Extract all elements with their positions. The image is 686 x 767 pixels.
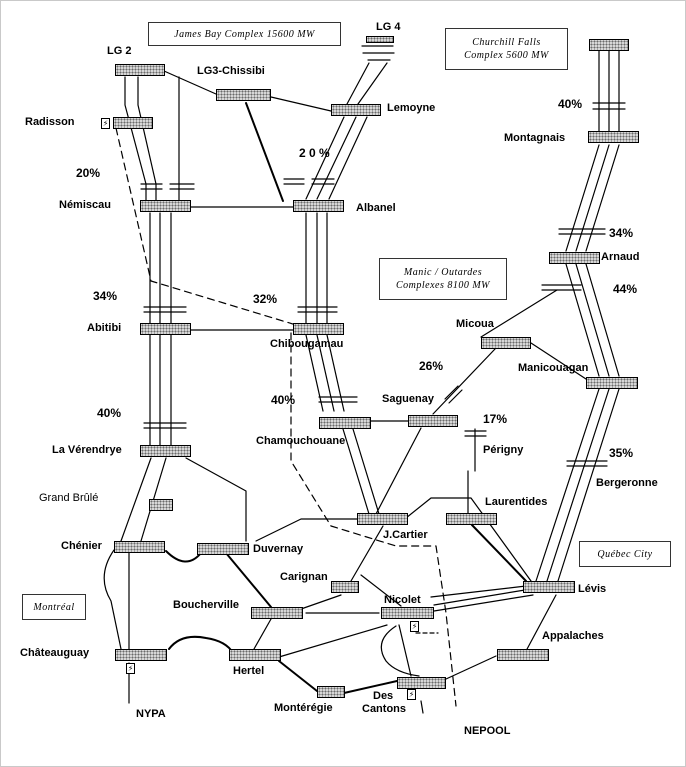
label-nepool: NEPOOL <box>464 725 511 737</box>
station-lg4 <box>366 36 394 43</box>
station-churchill-falls <box>589 39 629 51</box>
station-duvernay <box>197 543 249 555</box>
label-chenier: Chénier <box>61 540 102 552</box>
station-boucherville <box>251 607 303 619</box>
label-arnaud: Arnaud <box>601 251 640 263</box>
manic-outardes-label-1: Manic / Outardes <box>403 267 483 278</box>
label-boucherville: Boucherville <box>173 599 240 611</box>
des-cantons-generator-icon: ⚡ <box>407 689 416 700</box>
station-micoua <box>481 337 531 349</box>
label-carignan: Carignan <box>280 571 328 583</box>
station-grand-brule <box>149 499 173 511</box>
station-nicolet <box>381 607 434 619</box>
pct-manic: 44% <box>613 282 638 296</box>
label-chamouchouane: Chamouchouane <box>256 435 346 447</box>
pct-arnaud: 34% <box>609 226 634 240</box>
label-des-cantons-1: Des <box>373 690 394 702</box>
station-albanel <box>293 200 344 212</box>
label-lemoyne: Lemoyne <box>387 102 436 114</box>
quebec-city-box: Québec City <box>579 541 671 567</box>
chateauguay-converter-icon: ⚡ <box>126 663 135 674</box>
station-chamouchouane <box>319 417 371 429</box>
churchill-falls-label-2: Complex 5600 MW <box>464 50 549 61</box>
pct-la-verendrye: 40% <box>97 406 122 420</box>
label-monteregie: Montérégie <box>274 702 333 714</box>
label-appalaches: Appalaches <box>542 630 604 642</box>
quebec-city-label: Québec City <box>597 548 653 560</box>
label-bergeronne: Bergeronne <box>596 477 658 489</box>
manic-outardes-label-2: Complexes 8100 MW <box>395 280 491 291</box>
label-albanel: Albanel <box>356 202 396 214</box>
label-grand-brule: Grand Brûlé <box>39 492 99 504</box>
montreal-box: Montréal <box>22 594 86 620</box>
station-montagnais <box>588 131 639 143</box>
station-chateauguay <box>115 649 167 661</box>
label-nicolet: Nicolet <box>384 594 421 606</box>
james-bay-complex-label: James Bay Complex 15600 MW <box>174 28 315 40</box>
label-lg3: LG3-Chissibi <box>197 65 265 77</box>
pct-montagnais: 40% <box>558 97 583 111</box>
label-nypa: NYPA <box>136 708 166 720</box>
label-lg4: LG 4 <box>376 21 401 33</box>
station-chibougamau <box>293 323 344 335</box>
station-arnaud <box>549 252 600 264</box>
label-duvernay: Duvernay <box>253 543 304 555</box>
churchill-falls-label-1: Churchill Falls <box>472 37 541 48</box>
nicolet-generator-icon: ⚡ <box>410 621 419 632</box>
label-radisson: Radisson <box>25 116 75 128</box>
station-monteregie <box>317 686 345 698</box>
label-saguenay: Saguenay <box>382 393 434 405</box>
station-radisson <box>113 117 153 129</box>
station-lg2 <box>115 64 165 76</box>
pct-perigny: 17% <box>483 412 508 426</box>
montreal-label: Montréal <box>33 601 75 613</box>
station-laurentides <box>446 513 497 525</box>
pct-abitibi: 34% <box>93 289 118 303</box>
station-carignan <box>331 581 359 593</box>
pct-chibougamau: 32% <box>253 292 278 306</box>
label-la-verendrye: La Vérendrye <box>52 444 122 456</box>
label-chibougamau: Chibougamau <box>270 338 344 350</box>
station-abitibi <box>140 323 191 335</box>
label-chateauguay: Châteauguay <box>20 647 90 659</box>
pct-chamouchouane: 40% <box>271 393 296 407</box>
label-levis: Lévis <box>578 583 607 595</box>
station-jcartier <box>357 513 408 525</box>
station-la-verendrye <box>140 445 191 457</box>
label-manicouagan: Manicouagan <box>518 362 589 374</box>
label-perigny: Périgny <box>483 444 524 456</box>
station-levis <box>523 581 575 593</box>
label-abitibi: Abitibi <box>87 322 122 334</box>
radisson-generator-icon: ⚡ <box>101 118 110 129</box>
churchill-falls-complex-box: Churchill Falls Complex 5600 MW <box>445 28 568 70</box>
label-micoua: Micoua <box>456 318 494 330</box>
pct-nemiscau: 20% <box>76 166 101 180</box>
station-chenier <box>114 541 165 553</box>
label-des-cantons-2: Cantons <box>362 703 406 715</box>
label-jcartier: J.Cartier <box>383 529 428 541</box>
station-saguenay <box>408 415 458 427</box>
station-nemiscau <box>140 200 191 212</box>
label-lg2: LG 2 <box>107 45 132 57</box>
station-lemoyne <box>331 104 381 116</box>
station-des-cantons <box>397 677 446 689</box>
label-montagnais: Montagnais <box>504 132 566 144</box>
station-appalaches <box>497 649 549 661</box>
label-hertel: Hertel <box>233 665 265 677</box>
label-laurentides: Laurentides <box>485 496 548 508</box>
station-hertel <box>229 649 281 661</box>
pct-bergeronne: 35% <box>609 446 634 460</box>
james-bay-complex-box: James Bay Complex 15600 MW <box>148 22 341 46</box>
manic-outardes-complex-box: Manic / Outardes Complexes 8100 MW <box>379 258 507 300</box>
station-lg3 <box>216 89 271 101</box>
pct-albanel: 2 0 % <box>299 146 330 160</box>
pct-saguenay: 26% <box>419 359 444 373</box>
station-manicouagan <box>586 377 638 389</box>
label-nemiscau: Némiscau <box>59 199 111 211</box>
